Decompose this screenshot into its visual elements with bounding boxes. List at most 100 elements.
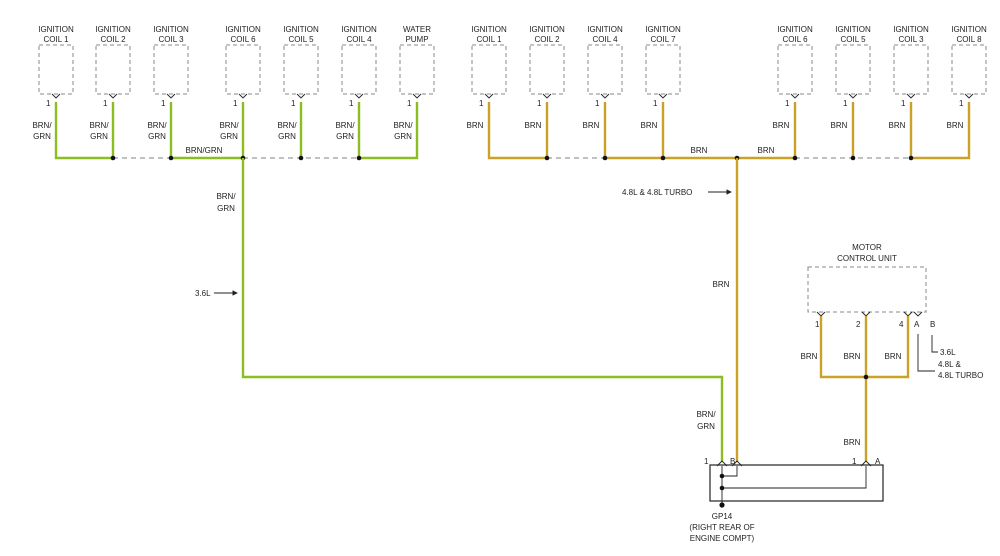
- component-box: [399, 44, 435, 95]
- component-title-line1: IGNITION: [341, 25, 377, 34]
- terminal-chevron-icon: [166, 93, 176, 99]
- component-wire-label: GRN: [394, 132, 412, 141]
- component-box: [95, 44, 131, 95]
- splice-dot: [908, 155, 914, 161]
- gp-location-2: ENGINE COMPT): [690, 534, 755, 543]
- component-title-line1: IGNITION: [587, 25, 623, 34]
- component-pin: 1: [595, 99, 600, 108]
- component-pin: 1: [785, 99, 790, 108]
- component-title-line2: COIL 4: [346, 35, 372, 44]
- component-title-line2: COIL 7: [650, 35, 676, 44]
- component-title-line1: IGNITION: [835, 25, 871, 34]
- terminal-chevron-icon: [790, 93, 800, 99]
- component-pin: 1: [653, 99, 658, 108]
- gp-pin-1-left: 1: [704, 457, 709, 466]
- component-box: [153, 44, 189, 95]
- component-title-line1: IGNITION: [529, 25, 565, 34]
- terminal-chevron-icon: [296, 93, 306, 99]
- component-title-line2: COIL 4: [592, 35, 618, 44]
- mcu-pin-1: 1: [815, 320, 820, 329]
- component-title-line2: COIL 3: [158, 35, 184, 44]
- component-title-line1: IGNITION: [95, 25, 131, 34]
- gp-name: GP14: [712, 512, 733, 521]
- component-pin: 1: [161, 99, 166, 108]
- component-wire-label: BRN: [525, 121, 542, 130]
- terminal-chevron-icon: [848, 93, 858, 99]
- gp-pin-b: B: [730, 457, 735, 466]
- terminal-chevron-icon: [108, 93, 118, 99]
- mcu-pin-a: A: [914, 320, 920, 329]
- component-box: [645, 44, 681, 95]
- component-title-line2: COIL 5: [840, 35, 866, 44]
- component-wire-label: BRN/: [335, 121, 355, 130]
- terminal-chevron-icon: [354, 93, 364, 99]
- component-title-line1: IGNITION: [153, 25, 189, 34]
- component-box: [283, 44, 319, 95]
- bus-right-label-a: BRN: [691, 146, 708, 155]
- splice-dot: [719, 485, 725, 491]
- left-trunk: BRN/ GRN 3.6L BRN/ GRN: [195, 158, 724, 462]
- gp-pin-1-right: 1: [852, 457, 857, 466]
- component-wire-label: BRN/: [147, 121, 167, 130]
- component-wire-label: GRN: [90, 132, 108, 141]
- terminal-chevron-icon: [238, 93, 248, 99]
- bus-right-label-b: BRN: [758, 146, 775, 155]
- component-pin: 1: [537, 99, 542, 108]
- splice-dot: [298, 155, 304, 161]
- right-bus: BRN BRN: [487, 102, 971, 161]
- component-wire-label: GRN: [336, 132, 354, 141]
- component-pin: 1: [407, 99, 412, 108]
- mcu-pin-b: B: [930, 320, 935, 329]
- component-title-line2: PUMP: [405, 35, 428, 44]
- mcu-note-3-6l: 3.6L: [940, 348, 956, 357]
- component-pin: 1: [349, 99, 354, 108]
- left-trunk-label-2: GRN: [217, 204, 235, 213]
- component-wire-label: BRN: [831, 121, 848, 130]
- component-title-line1: IGNITION: [777, 25, 813, 34]
- gp-location-1: (RIGHT REAR OF: [689, 523, 754, 532]
- component-title-line2: COIL 1: [43, 35, 69, 44]
- terminal-chevron-icon: [906, 93, 916, 99]
- component-wire-label: BRN/: [89, 121, 109, 130]
- component-title-line1: IGNITION: [645, 25, 681, 34]
- component-title-line1: IGNITION: [951, 25, 987, 34]
- component-title-line2: COIL 2: [534, 35, 560, 44]
- component-box: [341, 44, 377, 95]
- mcu-note-4-8l-1: 4.8L &: [938, 360, 961, 369]
- component-title-line1: IGNITION: [283, 25, 319, 34]
- splice-dot: [110, 155, 116, 161]
- component-wire-label: BRN: [889, 121, 906, 130]
- terminal-chevron-icon: [658, 93, 668, 99]
- component-box: [38, 44, 74, 95]
- component-box: [835, 44, 871, 95]
- component-wire-label: GRN: [148, 132, 166, 141]
- terminal-chevron-icon: [600, 93, 610, 99]
- splice-dot: [602, 155, 608, 161]
- component-box: [951, 44, 987, 95]
- component-title-line2: COIL 6: [782, 35, 808, 44]
- left-trunk-label-1: BRN/: [216, 192, 236, 201]
- component-wire-label: BRN: [947, 121, 964, 130]
- note-3-6l: 3.6L: [195, 289, 211, 298]
- component-title-line2: COIL 8: [956, 35, 982, 44]
- ground-point-gp14: 1 B 1 A GP14 (RIGHT REAR OF ENGINE COMPT…: [689, 457, 884, 543]
- component-title-line2: COIL 1: [476, 35, 502, 44]
- component-title-line2: COIL 5: [288, 35, 314, 44]
- component-pin: 1: [901, 99, 906, 108]
- component-box: [529, 44, 565, 95]
- gp-in-label-1: BRN/: [696, 410, 716, 419]
- component-title-line1: IGNITION: [225, 25, 261, 34]
- component-title-line1: IGNITION: [38, 25, 74, 34]
- motor-control-unit: MOTOR CONTROL UNIT 1 2 4 A B BRN BRN BRN…: [801, 243, 983, 462]
- component-pin: 1: [291, 99, 296, 108]
- mcu-wire-2: BRN: [844, 352, 861, 361]
- component-pin: 1: [959, 99, 964, 108]
- component-title-line2: COIL 2: [100, 35, 126, 44]
